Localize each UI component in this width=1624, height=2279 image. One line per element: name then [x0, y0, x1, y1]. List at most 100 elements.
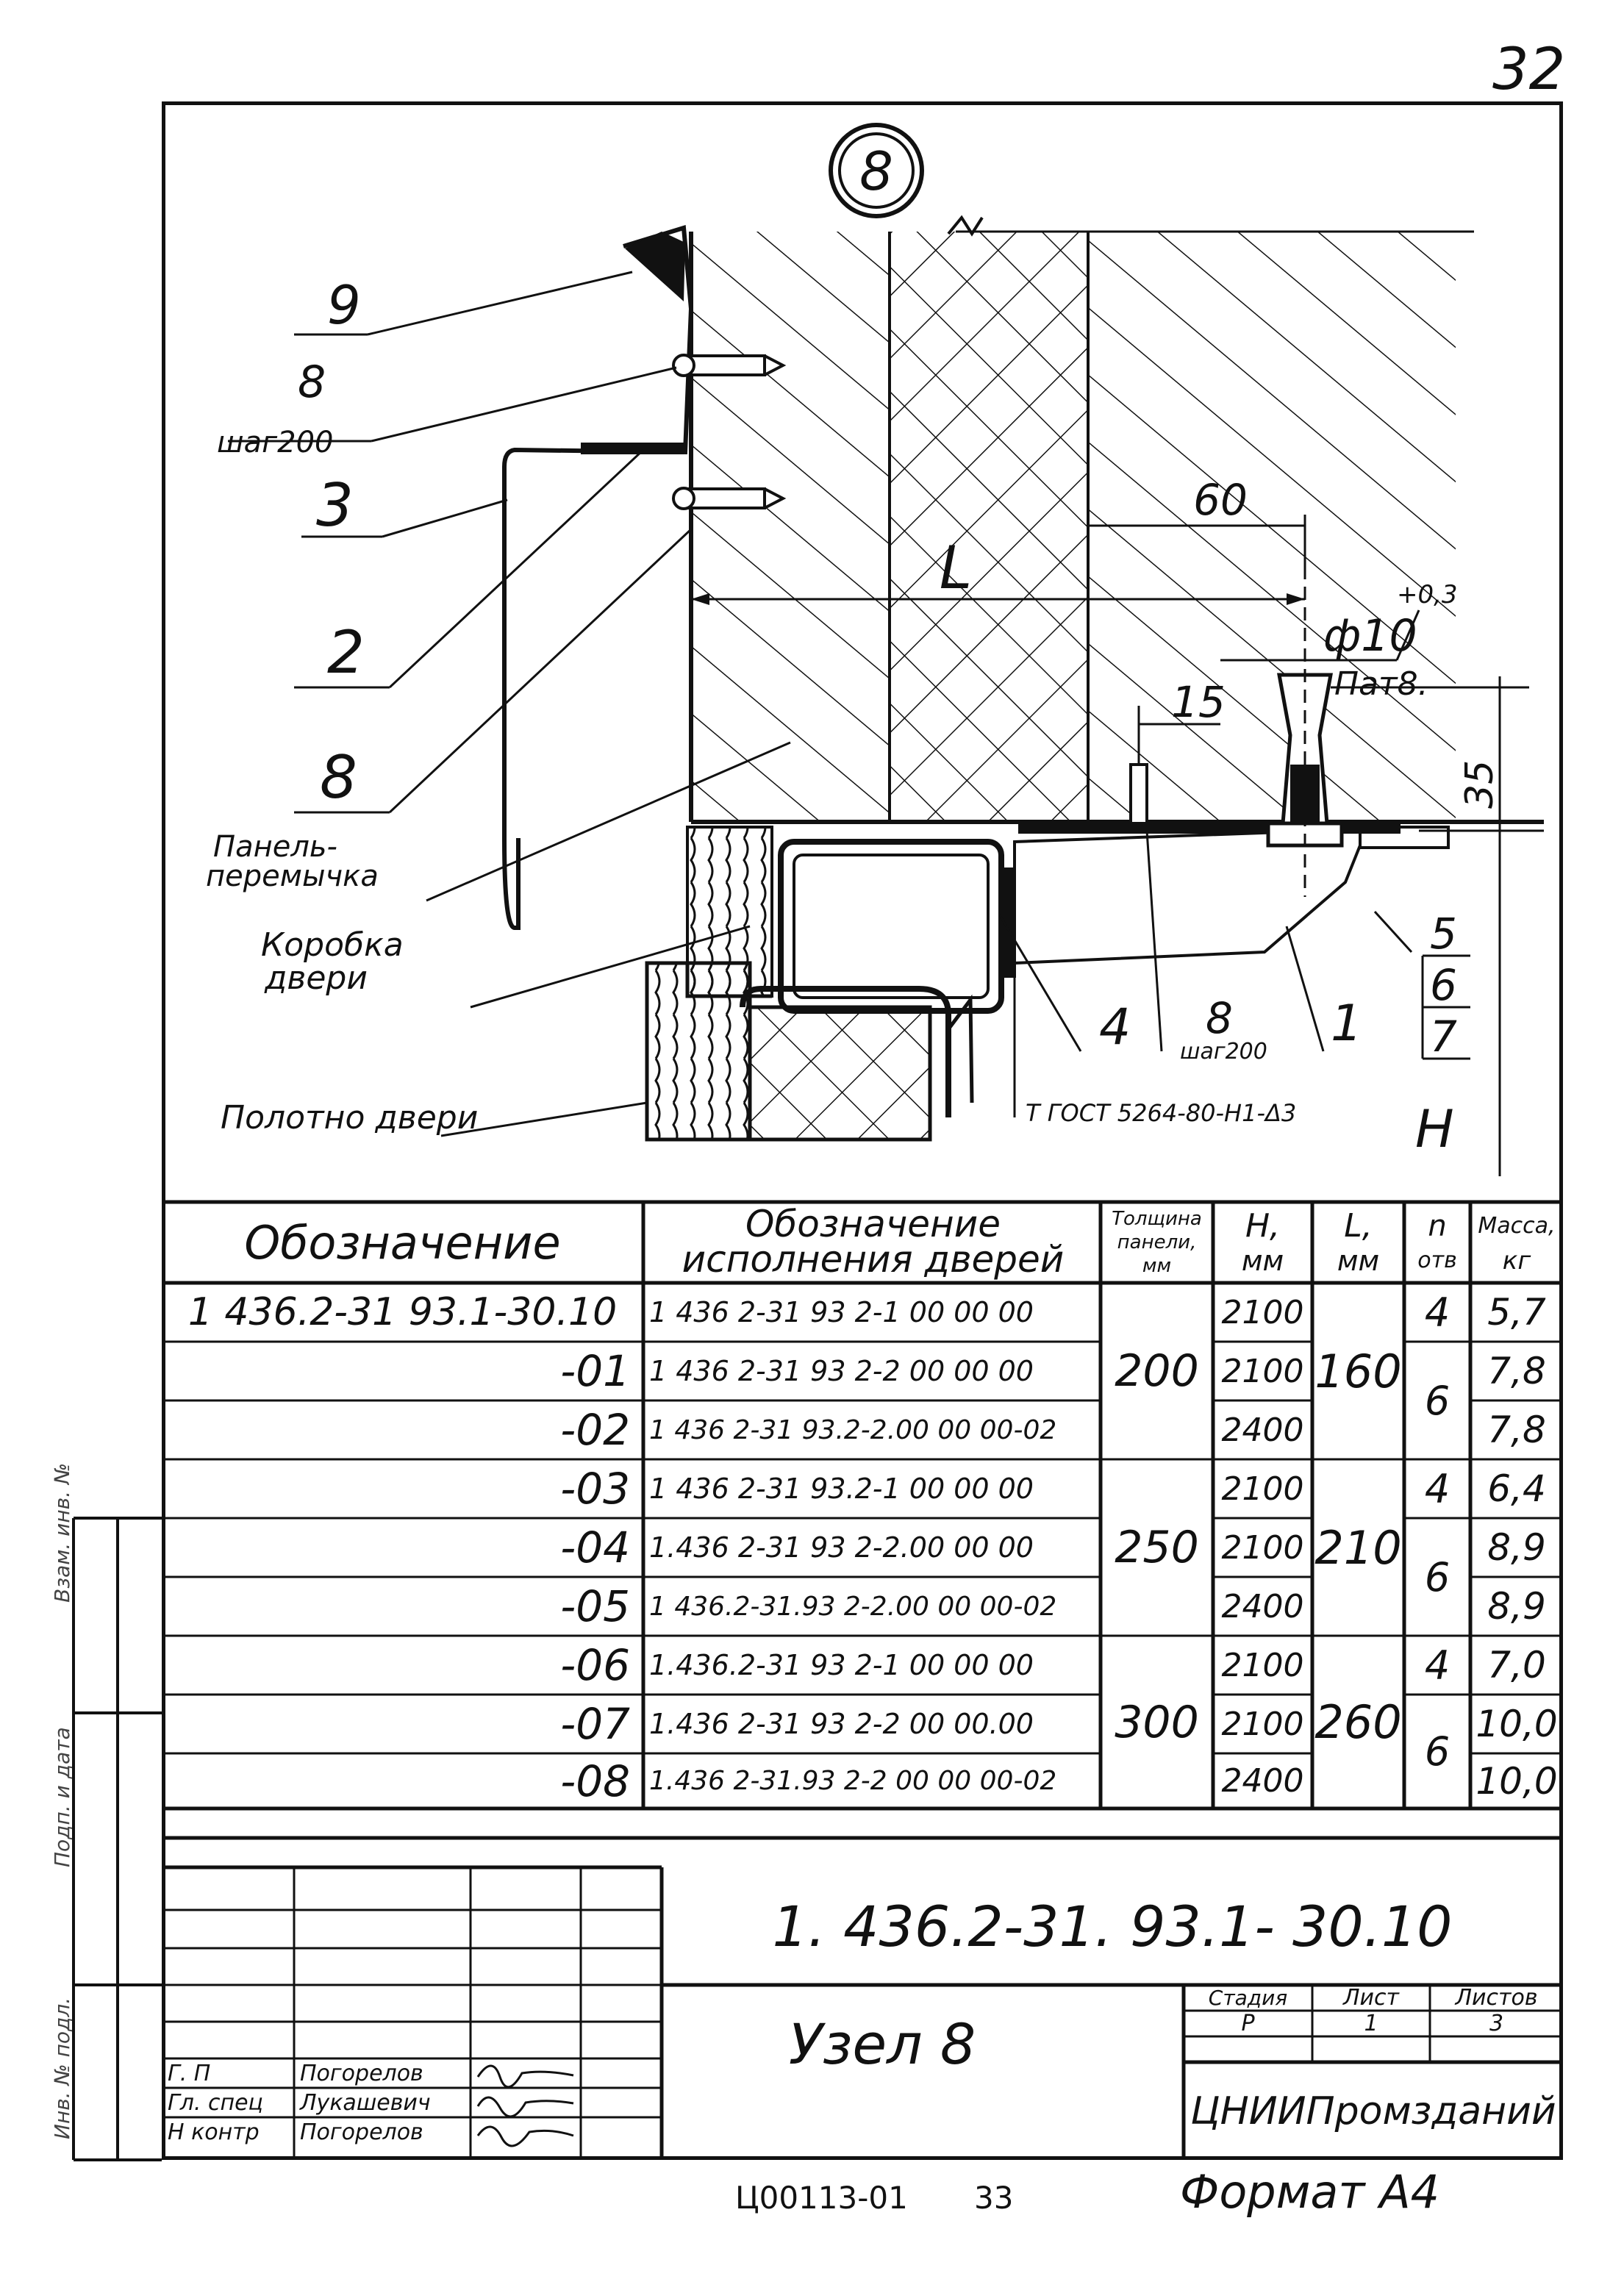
label-frame-1: Коробка	[261, 926, 404, 964]
pin	[1129, 706, 1148, 825]
label-door-leaf: Полотно двери	[221, 1099, 478, 1137]
drawing-frame	[162, 101, 1563, 2160]
row-designation: -04	[560, 1523, 630, 1573]
stamp-sign-date: Подп. и дата	[50, 1727, 74, 1867]
row-door: 1 436 2-31 93 2-2 00 00 00	[649, 1355, 1034, 1387]
header-mass-2: кг	[1502, 1245, 1531, 1276]
name-3: Погорелов	[300, 2119, 423, 2145]
label-frame-2: двери	[264, 959, 368, 997]
row-mass: 7,0	[1487, 1644, 1546, 1686]
l-210: 210	[1314, 1520, 1402, 1575]
n-group-3b: 6	[1424, 1728, 1450, 1775]
doc-number: 1. 436.2-31. 93.1- 30.10	[772, 1893, 1453, 1959]
stamp-replace-inv: Взам. инв. №	[50, 1462, 74, 1603]
door-frame-box	[686, 822, 1450, 1014]
row-mass: 10,0	[1475, 1703, 1558, 1745]
stamp-inv-orig: Инв. № подл.	[50, 1997, 74, 2139]
row-designation: -02	[560, 1405, 630, 1455]
row-mass: 7,8	[1487, 1350, 1546, 1392]
n-group-3a: 4	[1424, 1642, 1450, 1689]
n-group-2a: 4	[1424, 1465, 1450, 1512]
flashing-angle	[502, 225, 694, 930]
role-1: Г. П	[168, 2060, 211, 2086]
label-8-bottom: 8	[1206, 993, 1233, 1043]
svg-text:15: 15	[1171, 677, 1226, 727]
row-mass: 6,4	[1487, 1467, 1546, 1510]
header-mass-1: Масса,	[1478, 1213, 1556, 1239]
dowel-bottom	[672, 487, 787, 510]
node-circle: 8	[829, 123, 924, 218]
label-4: 4	[1099, 998, 1131, 1056]
svg-text:Пат8.: Пат8.	[1334, 665, 1428, 703]
row-h: 2100	[1221, 1528, 1304, 1567]
dimension-15: 15	[1139, 677, 1226, 727]
row-door: 1.436 2-31.93 2-2 00 00 00-02	[649, 1766, 1057, 1796]
row-door: 1 436 2-31 93 2-1 00 00 00	[649, 1296, 1034, 1328]
node-number: 8	[859, 140, 893, 202]
row-h: 2400	[1221, 1587, 1304, 1625]
n-group-2b: 6	[1424, 1553, 1450, 1600]
page-number: 32	[1492, 37, 1566, 103]
header-h-1: Н,	[1245, 1207, 1281, 1245]
dimension-35: 35	[1331, 676, 1544, 834]
n-group-1a: 4	[1424, 1289, 1450, 1336]
svg-text:ф10: ф10	[1323, 610, 1417, 662]
name-2: Лукашевич	[300, 2089, 431, 2116]
row-door: 1 436.2-31.93 2-2.00 00 00-02	[649, 1591, 1057, 1622]
label-2: 2	[327, 618, 365, 687]
n-group-1b: 6	[1424, 1377, 1450, 1424]
row-h: 2100	[1221, 1352, 1304, 1390]
row-h: 2400	[1221, 1762, 1304, 1800]
row-door: 1.436 2-31 93 2-2.00 00 00	[649, 1531, 1034, 1564]
role-2: Гл. спец	[168, 2089, 263, 2116]
signatures	[476, 2064, 574, 2147]
label-panel-2: перемычка	[206, 859, 379, 893]
row-mass: 8,9	[1487, 1585, 1546, 1628]
header-l-2: мм	[1337, 1244, 1380, 1277]
sheets-value: 3	[1489, 2011, 1504, 2036]
row-h: 2100	[1221, 1470, 1304, 1508]
dowel-top	[672, 354, 787, 377]
label-step-a: шаг200	[217, 426, 333, 459]
footer-num: 33	[974, 2180, 1014, 2216]
thickness-250: 250	[1115, 1522, 1199, 1573]
header-designation: Обозначение	[244, 1215, 561, 1270]
footer-format: Формат А4	[1180, 2165, 1440, 2219]
svg-text:35: 35	[1458, 760, 1502, 809]
label-6: 6	[1430, 960, 1457, 1010]
diameter-callout: ф10 +0,3 Пат8.	[1220, 580, 1458, 703]
row-designation: 1 436.2-31 93.1-30.10	[187, 1290, 618, 1334]
organization: ЦНИИПромзданий	[1190, 2089, 1556, 2133]
label-panel-1: Панель-	[213, 830, 337, 864]
row-mass: 10,0	[1475, 1759, 1558, 1803]
row-h: 2400	[1221, 1411, 1304, 1449]
label-7: 7	[1430, 1012, 1457, 1062]
header-thickness-3: мм	[1142, 1255, 1172, 1277]
sheet-label: Лист	[1342, 1985, 1400, 2011]
label-h: Н	[1415, 1099, 1454, 1159]
l-260: 260	[1314, 1695, 1402, 1749]
label-gost: Т ГОСТ 5264-80-Н1-Δ3	[1026, 1099, 1296, 1127]
stage-label: Стадия	[1208, 1986, 1288, 2010]
dimension-l: L	[691, 534, 1305, 605]
panel-lintel	[689, 215, 1544, 824]
anchor-bolt	[1266, 566, 1344, 897]
label-5: 5	[1430, 909, 1457, 959]
svg-text:60: 60	[1193, 475, 1248, 525]
sheet-value: 1	[1364, 2011, 1378, 2036]
thickness-200: 200	[1115, 1345, 1199, 1397]
header-thickness-1: Толщина	[1112, 1208, 1202, 1230]
leader-lines	[228, 271, 1470, 1137]
row-designation: -01	[560, 1346, 630, 1396]
row-door: 1 436 2-31 93.2-2.00 00 00-02	[649, 1414, 1057, 1445]
row-designation: -06	[560, 1640, 630, 1690]
dimension-60: 60	[1088, 475, 1306, 566]
stage-value: Р	[1241, 2011, 1255, 2036]
label-9: 9	[327, 274, 361, 336]
row-door: 1.436.2-31 93 2-1 00 00 00	[649, 1649, 1034, 1681]
l-160: 160	[1314, 1344, 1402, 1398]
header-n-1: n	[1428, 1209, 1447, 1243]
label-1: 1	[1331, 995, 1362, 1053]
